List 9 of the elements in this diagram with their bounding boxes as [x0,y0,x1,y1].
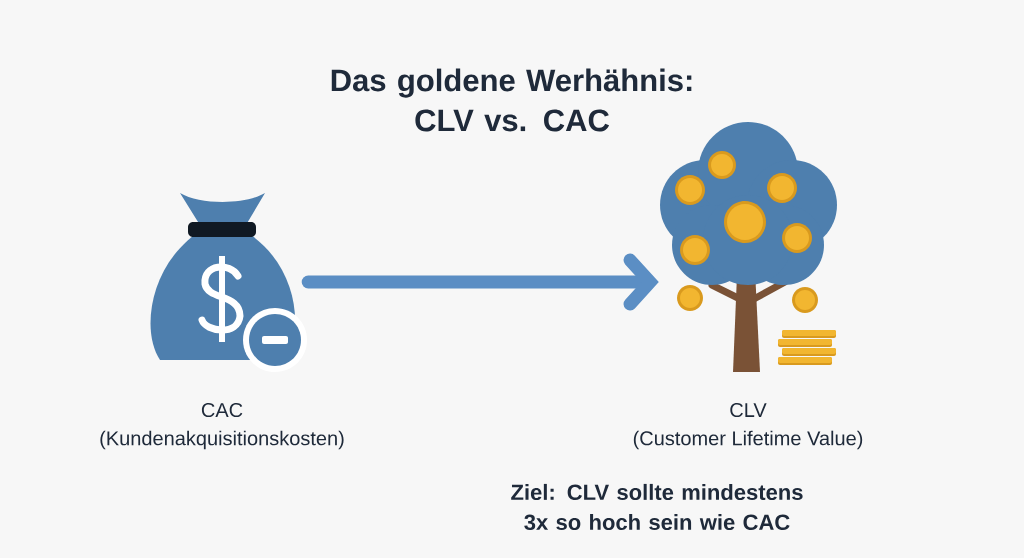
node-label: (Kundenakquisitionskosten) [100,430,344,450]
node-label: CAC [201,402,243,418]
arrow [301,253,659,311]
node-label: CLV [730,402,767,418]
money-bag-drawing [150,193,307,372]
money-tree-drawing [660,122,837,372]
node-label: (Customer Lifetime Value) [633,430,863,450]
title: Das goldene Werhähnis: CLV vs. CAC [331,68,692,132]
goal-note: Ziel: CLV sollte mindestens 3x so hoch sein wie CAC [511,483,803,531]
